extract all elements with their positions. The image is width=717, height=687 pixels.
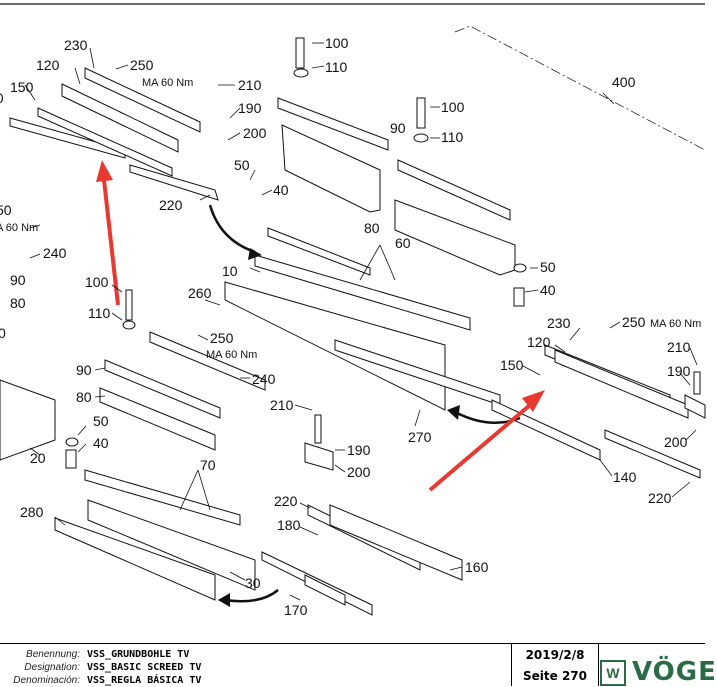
label-50: 50 xyxy=(234,157,250,173)
label-230: 230 xyxy=(64,37,88,53)
label-70: 70 xyxy=(200,457,216,473)
label-90: 90 xyxy=(76,362,92,378)
label-10: 10 xyxy=(222,263,238,279)
logo-text: VÖGE xyxy=(632,657,717,687)
red-annotation-arrow-1 xyxy=(102,179,120,306)
label-200: 200 xyxy=(347,464,371,480)
label-40: 40 xyxy=(273,182,289,198)
lower-center-parts xyxy=(261,414,463,616)
label-50: 50 xyxy=(93,413,109,429)
denominacion-key: Denominación: xyxy=(13,675,80,686)
part-labels: 400 100 110 100 110 90 80 230 250 MA 60 … xyxy=(0,35,701,618)
label-270: 270 xyxy=(408,429,432,445)
label-220: 220 xyxy=(648,490,672,506)
label-80: 80 xyxy=(76,389,92,405)
label-150: 150 xyxy=(500,357,524,373)
label-50-left: 50 xyxy=(0,202,12,218)
label-80: 80 xyxy=(364,220,380,236)
label-120: 120 xyxy=(36,57,60,73)
label-240: 240 xyxy=(43,245,67,261)
leader-lines xyxy=(24,42,698,601)
date-page-box: 2019/2/8 Seite 270 xyxy=(511,644,599,686)
label-190: 190 xyxy=(667,363,691,379)
upper-center-parts xyxy=(224,37,501,411)
label-190: 190 xyxy=(238,100,262,116)
red-annotation-arrow-2 xyxy=(428,403,532,492)
label-90-left: 90 xyxy=(10,272,26,288)
assembly-arrow-3 xyxy=(224,589,279,603)
title-block: Benennung: VSS_GRUNDBOHLE TV Designation… xyxy=(0,643,716,687)
label-210: 210 xyxy=(667,339,691,355)
label-110: 110 xyxy=(441,129,464,145)
assembly-arrow-2-head xyxy=(447,405,460,420)
page-number: Seite 270 xyxy=(523,669,587,683)
label-260: 260 xyxy=(188,285,212,301)
assembly-arrow-3-head xyxy=(218,593,230,607)
label-110: 110 xyxy=(325,59,348,75)
label-torque: MA 60 Nm xyxy=(142,77,193,89)
assembly-arrow-1-head xyxy=(248,248,262,260)
label-140: 140 xyxy=(613,469,637,485)
label-30: 30 xyxy=(245,575,261,591)
label-0-left: 0 xyxy=(0,325,6,341)
mid-left-parts xyxy=(0,289,266,601)
label-250: 250 xyxy=(210,330,234,346)
assembly-arrow-1 xyxy=(208,204,256,254)
label-torque-left: A 60 Nm xyxy=(0,222,38,234)
label-400: 400 xyxy=(612,74,636,90)
logo-mark-icon: W xyxy=(600,660,626,686)
upper-right-parts xyxy=(394,97,527,307)
label-40: 40 xyxy=(540,282,556,298)
label-40: 40 xyxy=(93,435,109,451)
label-120: 120 xyxy=(527,334,551,350)
exploded-parts-drawing: 400 100 110 100 110 90 80 230 250 MA 60 … xyxy=(0,3,706,618)
benennung-row: Benennung: VSS_GRUNDBOHLE TV xyxy=(0,648,300,661)
label-220: 220 xyxy=(159,197,183,213)
red-annotation-arrow-2-head xyxy=(522,390,545,412)
label-250: 250 xyxy=(622,314,646,330)
part-400-outline xyxy=(454,25,706,151)
label-90: 90 xyxy=(390,120,406,136)
label-60: 60 xyxy=(395,235,411,251)
label-torque: MA 60 Nm xyxy=(650,318,701,330)
label-210: 210 xyxy=(238,77,262,93)
leader-400 xyxy=(602,92,615,105)
denominacion-value: VSS_REGLA BÁSICA TV xyxy=(87,675,202,686)
benennung-key: Benennung: xyxy=(26,649,80,660)
label-200: 200 xyxy=(243,125,267,141)
label-180: 180 xyxy=(277,517,301,533)
benennung-value: VSS_GRUNDBOHLE TV xyxy=(87,649,190,660)
label-50: 50 xyxy=(540,259,556,275)
label-100: 100 xyxy=(325,35,349,51)
label-200: 200 xyxy=(664,434,688,450)
red-annotation-arrow-1-head xyxy=(96,160,113,182)
upper-left-rails xyxy=(9,67,219,201)
label-230: 230 xyxy=(547,315,571,331)
label-110: 110 xyxy=(88,305,111,321)
lower-right-parts xyxy=(491,344,706,479)
label-20: 20 xyxy=(30,450,46,466)
denominacion-row: Denominación: VSS_REGLA BÁSICA TV xyxy=(0,674,300,687)
label-80-left: 80 xyxy=(10,295,26,311)
label-100: 100 xyxy=(441,99,465,115)
designation-value: VSS_BASIC SCREED TV xyxy=(87,662,202,673)
label-240: 240 xyxy=(252,371,276,387)
label-160: 160 xyxy=(465,559,489,575)
designation-key: Designation: xyxy=(24,662,80,673)
label-210: 210 xyxy=(270,397,294,413)
label-60-cut: 60 xyxy=(0,90,4,106)
vogele-logo: W VÖGE xyxy=(600,653,716,687)
label-250: 250 xyxy=(130,57,154,73)
label-torque: MA 60 Nm xyxy=(206,349,257,361)
label-170: 170 xyxy=(284,602,308,618)
label-150: 150 xyxy=(10,79,34,95)
document-date: 2019/2/8 xyxy=(525,648,585,662)
designation-row: Designation: VSS_BASIC SCREED TV xyxy=(0,661,300,674)
label-280: 280 xyxy=(20,504,44,520)
label-100: 100 xyxy=(85,274,109,290)
label-220: 220 xyxy=(274,493,298,509)
label-190: 190 xyxy=(347,442,371,458)
